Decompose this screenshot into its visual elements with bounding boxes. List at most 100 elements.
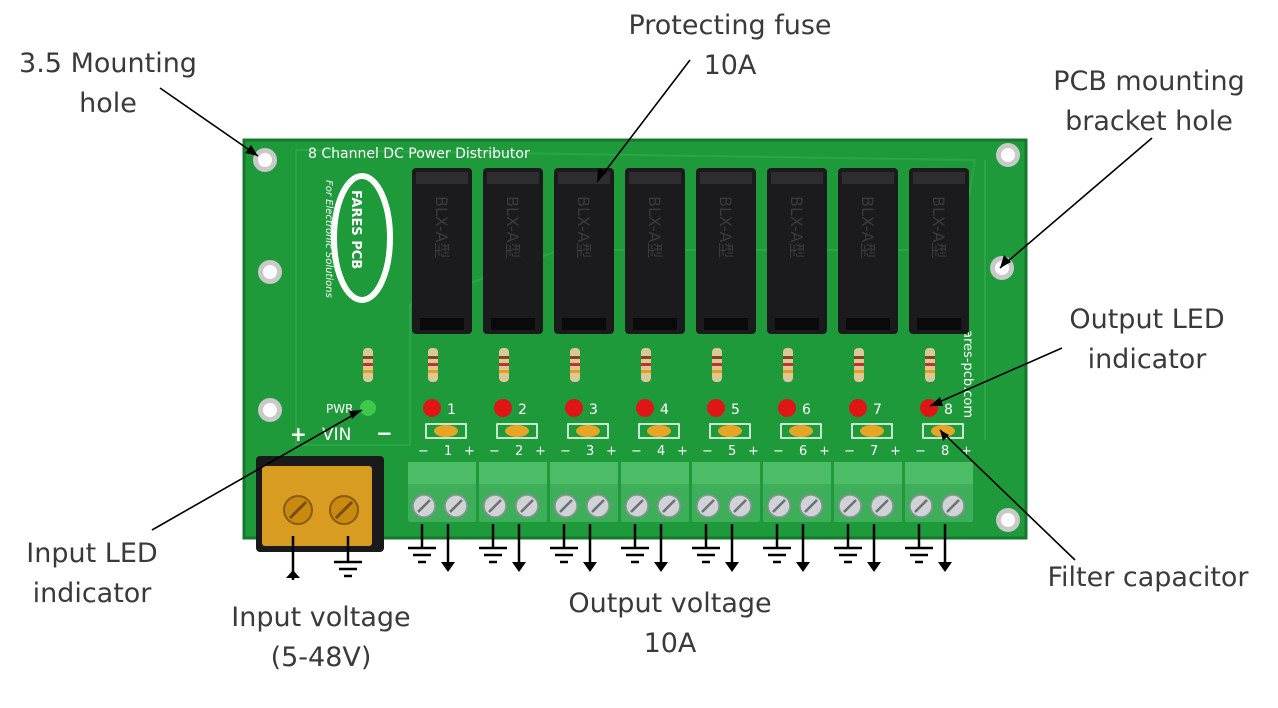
output-led: [636, 399, 654, 417]
ground-symbol-icon: [692, 524, 720, 564]
callout-bracket-hole: PCB mounting bracket hole: [1038, 62, 1260, 142]
polarity-plus-label: +: [819, 444, 830, 459]
ground-symbol-icon: [763, 524, 791, 564]
callout-input-led: Input LED indicator: [8, 534, 176, 614]
callout-output-voltage: Output voltage 10A: [552, 584, 788, 664]
output-channel-label: 7: [870, 444, 878, 459]
filter-capacitor: [709, 423, 751, 439]
fuse-marking: BLX-A型: [929, 196, 948, 258]
channel-number: 3: [589, 402, 598, 418]
resistor: [499, 348, 509, 382]
channel: BLX-A型4−4+: [621, 168, 689, 522]
ground-symbol-icon: [550, 524, 578, 564]
callout-fuse-line1: Protecting fuse: [628, 10, 832, 41]
mounting-hole-icon: [996, 508, 1020, 532]
mounting-hole-icon: [996, 143, 1020, 167]
polarity-minus-label: −: [418, 444, 429, 459]
polarity-minus-label: −: [489, 444, 500, 459]
callout-input-led-line2: indicator: [32, 578, 152, 609]
leader-filter-capacitor: [939, 429, 1076, 561]
output-led: [849, 399, 867, 417]
output-channel-label: 6: [799, 444, 807, 459]
brand-logo: FARES PCB For Electronic Solutions: [323, 173, 393, 303]
output-channel-label: 2: [515, 444, 523, 459]
callout-input-voltage-line2: (5-48V): [270, 642, 372, 673]
polarity-minus-label: −: [631, 444, 642, 459]
output-arrow-icon: [938, 524, 952, 572]
output-channel-label: 4: [657, 444, 665, 459]
polarity-plus-label: +: [677, 444, 688, 459]
output-terminal-block: [834, 462, 902, 522]
output-arrow-icon: [654, 524, 668, 572]
callout-bracket-line2: bracket hole: [1065, 106, 1233, 137]
fuse-holder: BLX-A型: [696, 168, 756, 334]
power-section: PWR + VIN −: [256, 348, 393, 552]
leader-arrowheads: [245, 145, 1011, 441]
fuse-marking: BLX-A型: [503, 196, 522, 258]
callout-input-voltage-line1: Input voltage: [231, 602, 411, 633]
callout-input-voltage: Input voltage (5-48V): [216, 598, 426, 678]
filter-capacitor: [567, 423, 609, 439]
callout-mounting-hole-line2: hole: [79, 88, 137, 119]
output-terminal-block: [550, 462, 618, 522]
fuse-marking: BLX-A型: [716, 196, 735, 258]
resistor: [712, 348, 722, 382]
callout-fuse-line2: 10A: [703, 50, 757, 81]
callout-output-voltage-line2: 10A: [643, 628, 697, 659]
filter-capacitor: [425, 423, 467, 439]
channel: BLX-A型6−6+: [763, 168, 831, 522]
output-terminal-block: [692, 462, 760, 522]
output-channel-label: 5: [728, 444, 736, 459]
ground-symbol-icon: [905, 524, 933, 564]
fuse-marking: BLX-A型: [574, 196, 593, 258]
filter-capacitor: [638, 423, 680, 439]
ground-symbol-icon: [621, 524, 649, 564]
polarity-plus-label: +: [961, 444, 972, 459]
fuse-holder: BLX-A型: [412, 168, 472, 334]
callout-mounting-hole-line1: 3.5 Mounting: [19, 48, 197, 79]
fuse-holder: BLX-A型: [838, 168, 898, 334]
fuse-marking: BLX-A型: [645, 196, 664, 258]
fuse-holder: BLX-A型: [554, 168, 614, 334]
mounting-hole-icon: [258, 260, 282, 284]
leader-input-led: [151, 409, 363, 531]
output-terminal-block: [621, 462, 689, 522]
output-arrow-icon: [441, 524, 455, 572]
callout-output-led: Output LED indicator: [1048, 300, 1246, 380]
ground-symbol-icon: [408, 524, 436, 564]
resistor: [570, 348, 580, 382]
polarity-plus-label: +: [464, 444, 475, 459]
output-led: [494, 399, 512, 417]
channel: BLX-A型5−5+: [692, 168, 760, 522]
channels: BLX-A型1−1+BLX-A型2−2+BLX-A型3−3+BLX-A型4−4+…: [408, 168, 973, 522]
polarity-minus-label: −: [702, 444, 713, 459]
pcb-board-edge: [242, 138, 1028, 540]
output-arrow-icon: [867, 524, 881, 572]
polarity-minus-label: −: [844, 444, 855, 459]
callout-filter-capacitor-line1: Filter capacitor: [1047, 562, 1249, 593]
leader-bracket-hole: [999, 137, 1153, 269]
ground-symbol-icon: [834, 524, 862, 564]
output-terminal-block: [763, 462, 831, 522]
callout-filter-capacitor: Filter capacitor: [1030, 558, 1266, 598]
brand-tagline: For Electronic Solutions: [323, 180, 334, 298]
polarity-plus-label: +: [606, 444, 617, 459]
channel: BLX-A型1−1+: [408, 168, 476, 522]
output-led: [423, 399, 441, 417]
fuse-holder: BLX-A型: [909, 168, 969, 334]
fuse-marking: BLX-A型: [432, 196, 451, 258]
output-terminal-block: [905, 462, 973, 522]
fuse-marking: BLX-A型: [787, 196, 806, 258]
polarity-plus-label: +: [890, 444, 901, 459]
output-led: [778, 399, 796, 417]
leader-output-led: [929, 347, 1063, 407]
input-fuse: [262, 466, 372, 546]
leader-fuse: [596, 59, 691, 183]
leader-lines: [151, 59, 1153, 561]
fuse-holder: BLX-A型: [625, 168, 685, 334]
channel: BLX-A型3−3+: [550, 168, 618, 522]
input-arrow-icon: [286, 536, 300, 580]
resistor: [641, 348, 651, 382]
